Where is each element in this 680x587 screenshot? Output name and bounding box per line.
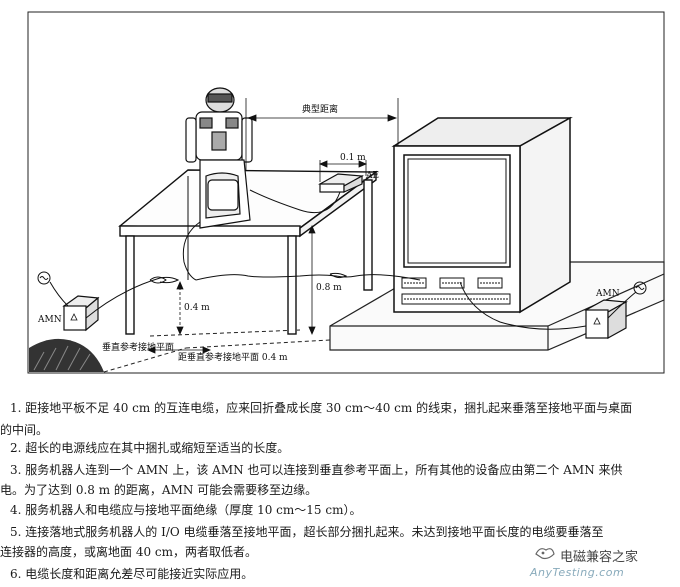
- figure-frame: [27, 11, 665, 374]
- note-4: 4. 服务机器人和电缆应与接地平面绝缘（厚度 10 cm～15 cm）。: [10, 503, 362, 517]
- cables: [49, 189, 637, 330]
- label-amn-left: AMN: [37, 315, 62, 325]
- amn-left: [62, 295, 100, 332]
- service-robot: [185, 87, 253, 229]
- note-5-line-2: 连接器的高度，或离地面 40 cm，两者取低者。: [0, 545, 257, 559]
- brand-logo-icon: [535, 548, 555, 560]
- dim-0-8m: [308, 224, 316, 336]
- label-typical-distance: 典型距离: [302, 103, 338, 115]
- label-vertical-ground-plane: 垂直参考接地平面: [102, 341, 174, 353]
- label-distance-to-vertical-plane: 距垂直参考接地平面 0.4 m: [178, 351, 288, 363]
- watermark: 电磁兼容之家 AnyTesting.com: [520, 544, 680, 584]
- ground-plane-hatch: [29, 338, 104, 372]
- amn-right: [584, 299, 628, 340]
- ground-plane-lines: [103, 329, 331, 373]
- watermark-url: AnyTesting.com: [530, 566, 625, 579]
- note-3-line-1: 3. 服务机器人连到一个 AMN 上，该 AMN 也可以连接到垂直参考平面上，所…: [10, 463, 623, 477]
- label-0-4m: 0.4 m: [184, 303, 210, 313]
- dim-typical-distance: [245, 98, 399, 170]
- label-0-8m: 0.8 m: [316, 283, 342, 293]
- label-ae: AE: [365, 171, 379, 181]
- ae-device: [317, 173, 365, 193]
- notes-section: 1. 距接地平板不足 40 cm 的互连电缆，应来回折叠成长度 30 cm～40…: [0, 378, 680, 587]
- dim-0-1m: [318, 160, 368, 182]
- note-1-line-2: 的中间。: [0, 423, 49, 437]
- label-0-1m: 0.1 m: [340, 153, 366, 163]
- mains-ac-symbol-right: [633, 281, 647, 295]
- dim-0-4m: [176, 280, 184, 336]
- floor-cabinet: [391, 116, 573, 314]
- note-6: 6. 电缆长度和距离允差尽可能接近实际应用。: [10, 567, 254, 581]
- note-3-line-2: 电。为了达到 0.8 m 的距离，AMN 可能会需要移至边缘。: [0, 483, 318, 497]
- label-amn-right: AMN: [595, 289, 620, 299]
- test-setup-diagram: 典型距离 0.1 m AE 0.4 m 0.8 m AMN AMN 垂直参考接地…: [27, 11, 665, 374]
- watermark-brand: 电磁兼容之家: [560, 550, 639, 565]
- note-2: 2. 超长的电源线应在其中捆扎或缩短至适当的长度。: [10, 441, 290, 455]
- note-5-line-1: 5. 连接落地式服务机器人的 I/O 电缆垂落至接地平面，超长部分捆扎起来。未达…: [10, 525, 604, 539]
- mains-ac-symbol-left: [37, 271, 51, 285]
- note-1-line-1: 1. 距接地平板不足 40 cm 的互连电缆，应来回折叠成长度 30 cm～40…: [10, 401, 633, 415]
- dim-0-4m-vertical-plane: [146, 346, 212, 354]
